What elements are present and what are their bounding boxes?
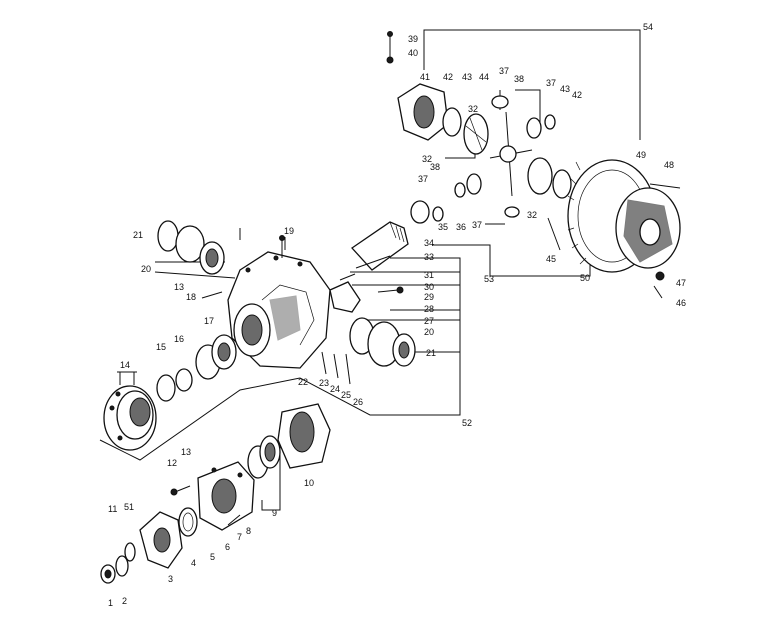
label-46: 46 <box>676 298 686 308</box>
label-3: 3 <box>168 574 173 584</box>
label-19: 19 <box>284 226 294 236</box>
label-20b: 20 <box>424 327 434 337</box>
label-29: 29 <box>424 292 434 302</box>
label-32a: 32 <box>422 154 432 164</box>
differential-assembly <box>386 31 572 224</box>
label-5: 5 <box>210 552 215 562</box>
label-8: 8 <box>246 526 251 536</box>
label-27: 27 <box>424 316 434 326</box>
label-42b: 42 <box>572 90 582 100</box>
label-17: 17 <box>204 316 214 326</box>
label-43b: 43 <box>560 84 570 94</box>
label-37c: 37 <box>418 174 428 184</box>
label-34: 34 <box>424 238 434 248</box>
label-10: 10 <box>304 478 314 488</box>
label-2: 2 <box>122 596 127 606</box>
label-37a: 37 <box>499 66 509 76</box>
label-52: 52 <box>462 418 472 428</box>
pinion-gear <box>329 221 416 367</box>
label-38b: 38 <box>430 162 440 172</box>
left-bearing-assembly <box>103 220 237 451</box>
label-21a: 21 <box>133 230 143 240</box>
label-37b: 37 <box>546 78 556 88</box>
label-30: 30 <box>424 282 434 292</box>
label-25: 25 <box>341 390 351 400</box>
label-13b: 13 <box>174 282 184 292</box>
label-23: 23 <box>319 378 329 388</box>
ring-gear-assembly <box>547 159 681 299</box>
part-number-labels: 1 2 3 4 5 6 7 8 9 10 11 51 12 13 13 14 1… <box>108 22 686 608</box>
label-32b: 32 <box>527 210 537 220</box>
label-38a: 38 <box>514 74 524 84</box>
label-53: 53 <box>484 274 494 284</box>
label-11: 11 <box>108 504 117 514</box>
label-22: 22 <box>298 377 308 387</box>
label-21b: 21 <box>426 348 436 358</box>
label-14: 14 <box>120 360 130 370</box>
label-26: 26 <box>353 397 363 407</box>
label-13a: 13 <box>181 447 191 457</box>
label-31: 31 <box>424 270 434 280</box>
label-12: 12 <box>167 458 177 468</box>
label-51: 51 <box>124 502 134 512</box>
label-36: 36 <box>456 222 466 232</box>
label-24: 24 <box>330 384 340 394</box>
leader-lines <box>99 29 641 511</box>
label-4: 4 <box>191 558 196 568</box>
label-43a: 43 <box>462 72 472 82</box>
label-18: 18 <box>186 292 196 302</box>
label-20a: 20 <box>141 264 151 274</box>
label-49: 49 <box>636 150 646 160</box>
label-41: 41 <box>420 72 430 82</box>
label-44: 44 <box>479 72 489 82</box>
label-54: 54 <box>643 22 653 32</box>
label-42a: 42 <box>443 72 453 82</box>
label-35: 35 <box>438 222 448 232</box>
label-40: 40 <box>408 48 418 58</box>
carrier-housing <box>227 235 351 385</box>
label-45: 45 <box>546 254 556 264</box>
label-28: 28 <box>424 304 434 314</box>
label-7: 7 <box>237 532 242 542</box>
label-16: 16 <box>174 334 184 344</box>
label-48: 48 <box>664 160 674 170</box>
label-33: 33 <box>424 252 434 262</box>
label-32c: 32 <box>468 104 478 114</box>
label-50: 50 <box>580 273 590 283</box>
label-1: 1 <box>108 598 113 608</box>
label-37d: 37 <box>472 220 482 230</box>
pinion-assembly <box>100 403 331 584</box>
label-9: 9 <box>272 508 277 518</box>
label-47: 47 <box>676 278 686 288</box>
label-39: 39 <box>408 34 418 44</box>
label-6: 6 <box>225 542 230 552</box>
label-15: 15 <box>156 342 166 352</box>
